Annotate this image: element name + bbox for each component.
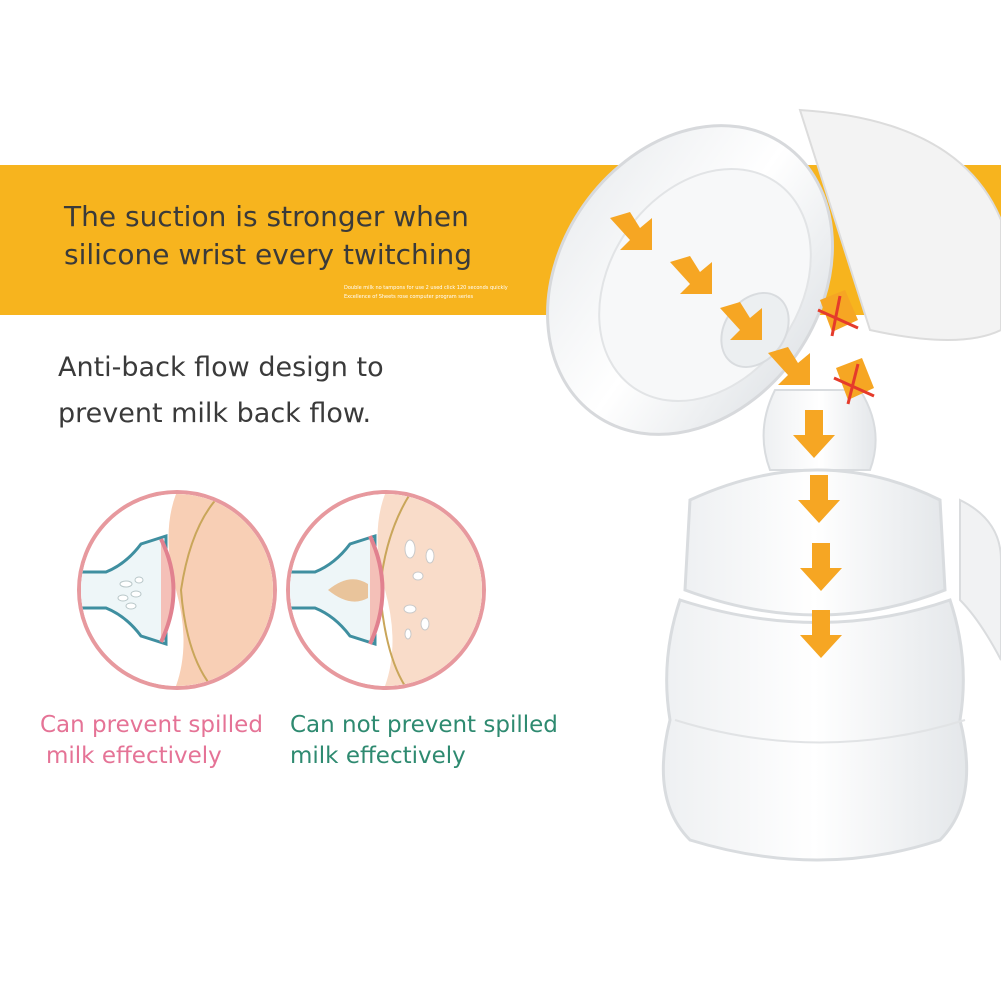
banner-fine-print: Double milk no tampons for use 2 used cl… bbox=[344, 284, 564, 302]
comparison-circle-bad bbox=[286, 490, 486, 690]
caption-bad: Can not prevent spilled milk effectively bbox=[290, 710, 558, 772]
flow-arrow-icon bbox=[610, 212, 810, 385]
caption-good: Can prevent spilled milk effectively bbox=[40, 710, 263, 772]
caption-good-line-2: milk effectively bbox=[46, 743, 222, 769]
milk-bottle bbox=[661, 598, 969, 862]
caption-bad-line-1: Can not prevent spilled bbox=[290, 712, 558, 738]
feature-headline-line-1: Anti-back flow design to bbox=[58, 352, 384, 383]
flow-arrow-icon bbox=[793, 410, 842, 658]
banner-line-2: silicone wrist every twitching bbox=[64, 238, 473, 271]
good-seal-illustration bbox=[81, 494, 273, 686]
blocked-flow-icon bbox=[817, 290, 875, 405]
banner-fine-line-1: Double milk no tampons for use 2 used cl… bbox=[344, 285, 508, 291]
banner-fine-line-2: Excellence of Sheets rose computer progr… bbox=[344, 294, 474, 300]
caption-bad-line-2: milk effectively bbox=[290, 743, 466, 769]
banner-headline: The suction is stronger when silicone wr… bbox=[64, 198, 472, 274]
breast-pump-illustration bbox=[546, 108, 1001, 862]
comparison-circle-good bbox=[77, 490, 277, 690]
bottle-collar bbox=[683, 468, 947, 617]
banner-line-1: The suction is stronger when bbox=[64, 200, 469, 233]
leaking-seal-illustration bbox=[290, 494, 482, 686]
caption-good-line-1: Can prevent spilled bbox=[40, 712, 263, 738]
feature-headline: Anti-back flow design to prevent milk ba… bbox=[58, 345, 384, 437]
feature-headline-line-2: prevent milk back flow. bbox=[58, 398, 372, 429]
